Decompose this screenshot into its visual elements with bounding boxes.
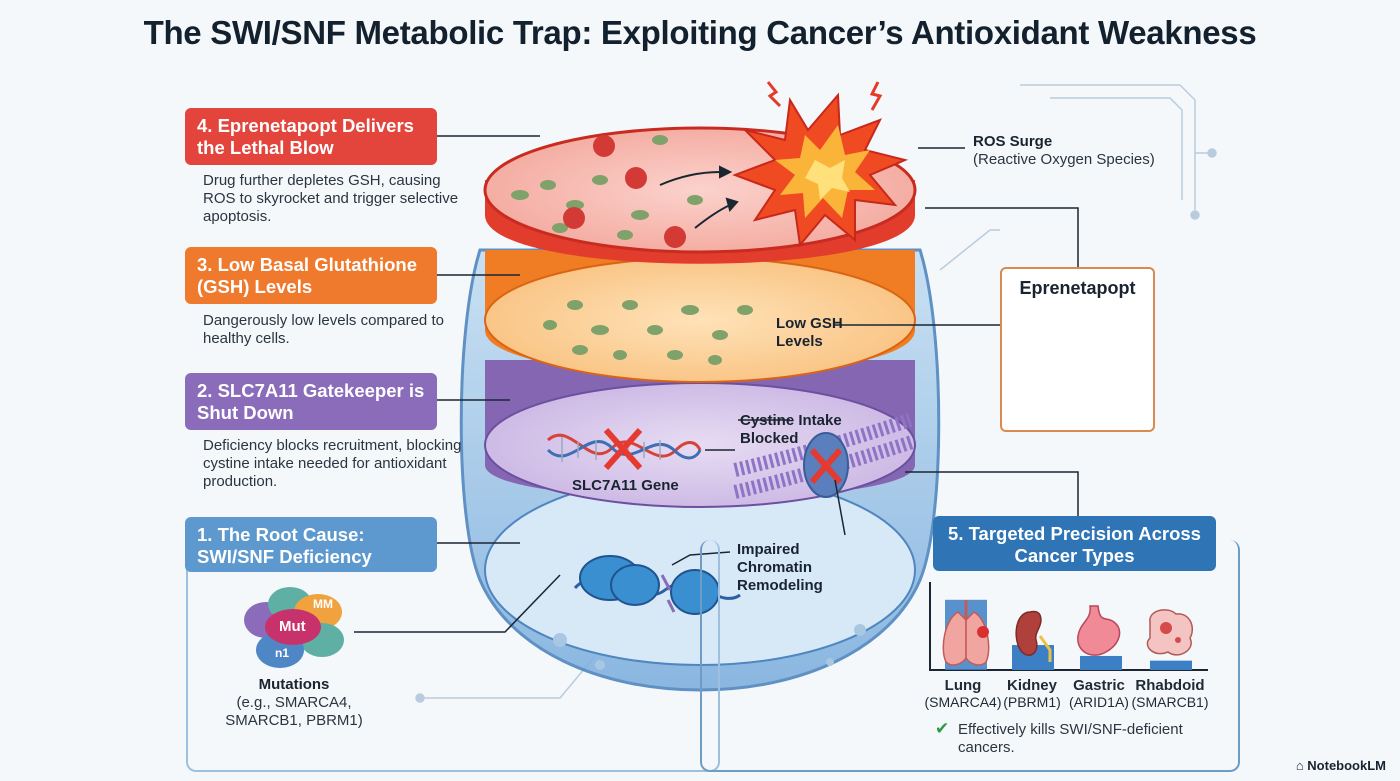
kidney-icon xyxy=(1015,610,1052,662)
page-title: The SWI/SNF Metabolic Trap: Exploiting C… xyxy=(143,14,1257,51)
drug-title: Eprenetapopt xyxy=(1019,278,1136,298)
step-1-box: 1. The Root Cause: SWI/SNF Deficiency xyxy=(185,517,437,572)
ros-label: ROS Surge xyxy=(973,133,1053,150)
rhabdoid-tumor-icon xyxy=(1146,609,1194,656)
blob-label-mm: MM xyxy=(313,597,333,611)
ros-explosion-icon xyxy=(732,81,909,248)
mutations-sublabel: (e.g., SMARCA4, SMARCB1, PBRM1) xyxy=(225,694,363,729)
lung-icon xyxy=(942,600,990,666)
notebooklm-logo: ⌂ NotebookLM xyxy=(1295,758,1386,773)
conclusion-text: Effectively kills SWI/SNF-deficient canc… xyxy=(958,721,1183,756)
mutation-blob-icon xyxy=(244,587,344,668)
step-3-desc: Dangerously low levels compared to healt… xyxy=(203,312,444,347)
low-gsh-label: Low GSH Levels xyxy=(776,315,843,350)
gsh-molecules-red xyxy=(511,135,703,240)
mutations-label: Mutations xyxy=(258,676,330,693)
ros-sublabel: (Reactive Oxygen Species) xyxy=(973,151,1155,168)
cancer-gastric: Gastric(ARID1A) xyxy=(1069,677,1129,710)
dna-helix-icon xyxy=(546,427,702,471)
cancer-rhabdoid: Rhabdoid(SMARCB1) xyxy=(1131,677,1209,710)
blob-label-mut: Mut xyxy=(279,618,306,635)
cancer-kidney: Kidney(PBRM1) xyxy=(1003,677,1061,710)
chromatin-label: Impaired Chromatin Remodeling xyxy=(737,541,823,594)
membrane-transporter-icon xyxy=(733,413,915,499)
blob-label-n1: n1 xyxy=(275,646,290,660)
precision-panel xyxy=(700,540,1240,772)
stomach-icon xyxy=(1077,605,1121,656)
step-2-box: 2. SLC7A11 Gatekeeper is Shut Down xyxy=(185,373,437,430)
cancer-bar-gastric xyxy=(1080,655,1122,670)
check-icon: ✔ xyxy=(935,719,950,738)
root-cause-panel xyxy=(186,540,720,772)
cancer-lung: Lung(SMARCA4) xyxy=(924,677,1002,710)
step-4-desc: Drug further depletes GSH, causing ROS t… xyxy=(203,172,459,225)
step-4-box: 4. Eprenetapopt Delivers the Lethal Blow xyxy=(185,108,437,165)
ros-particles xyxy=(563,135,686,248)
footer-text: NotebookLM xyxy=(1307,758,1386,773)
connector-lines xyxy=(354,135,1079,633)
gsh-molecules-orange xyxy=(543,300,753,365)
gene-label: SLC7A11 Gene xyxy=(572,477,679,494)
drug-box xyxy=(1000,267,1155,432)
step-3-box: 3. Low Basal Glutathione (GSH) Levels xyxy=(185,247,437,304)
step-5-box: 5. Targeted Precision Across Cancer Type… xyxy=(933,516,1216,571)
cystine-label: Cystine Intake Blocked xyxy=(740,412,842,447)
step-2-desc: Deficiency blocks recruitment, blocking … xyxy=(203,437,462,490)
chromatin-icon xyxy=(573,555,741,615)
cancer-bar-rhabdoid xyxy=(1150,660,1192,670)
